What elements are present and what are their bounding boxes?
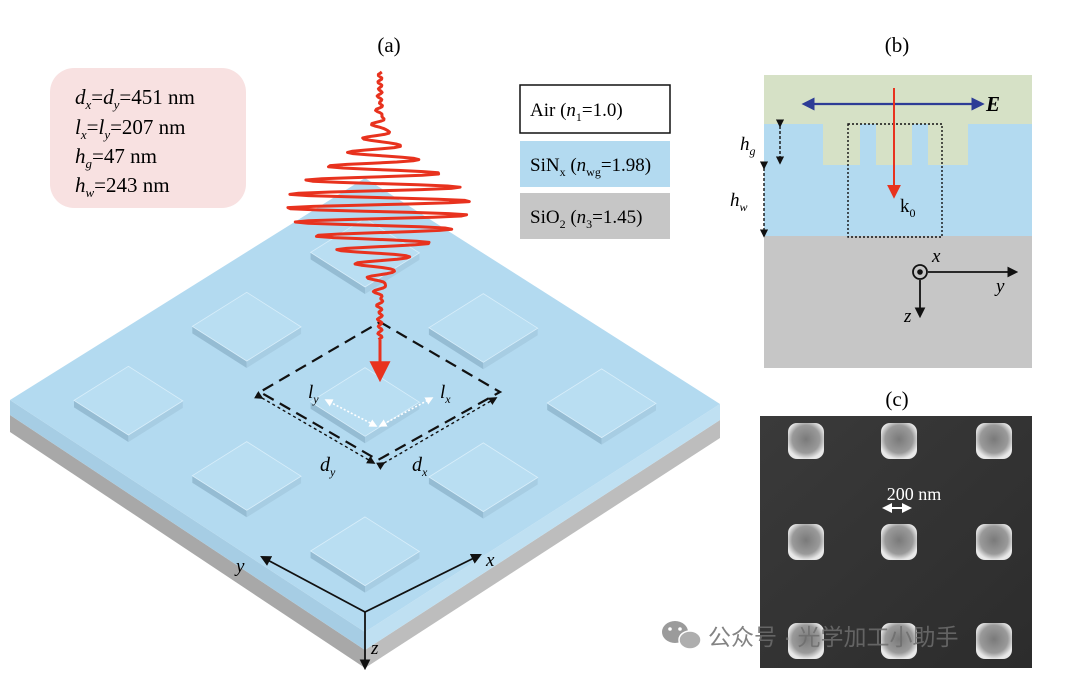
sem-pillar	[881, 423, 917, 459]
z-axis-label: z	[370, 638, 379, 659]
x-axis-line	[364, 553, 482, 613]
legend-sio2-swatch	[520, 193, 670, 239]
dy-label: dy	[320, 454, 336, 479]
panel-c: (c) 200 nm	[760, 387, 1032, 668]
param-hg-text: hg=47 nm	[75, 144, 157, 171]
axes-a: y x z	[234, 550, 495, 671]
cross-section: E k0 hg hw x y z	[730, 75, 1032, 368]
pillar	[191, 441, 302, 518]
ly-label: ly	[308, 382, 319, 406]
dx-label: dx	[412, 454, 428, 479]
e-field-label: E	[985, 92, 1000, 116]
legend-sin-text: SiNx (nwg=1.98)	[530, 155, 651, 179]
panel-a-label: (a)	[377, 33, 400, 57]
parameter-box: dx=dy=451 nm lx=ly=207 nm hg=47 nm hw=24…	[50, 68, 246, 208]
lx-label: lx	[440, 382, 451, 406]
b-x-axis-label: x	[931, 246, 941, 267]
scalebar-label: 200 nm	[887, 484, 942, 504]
wechat-icon	[662, 621, 702, 650]
pillar-array	[73, 217, 657, 593]
pillar	[546, 368, 657, 445]
param-d-text: dx=dy=451 nm	[75, 85, 195, 112]
x-axis-dot-icon	[912, 264, 928, 280]
hw-label: hw	[730, 190, 748, 214]
param-l-text: lx=ly=207 nm	[75, 115, 186, 142]
unit-cell-outline: ly lx dy dx	[254, 320, 503, 479]
sin-left-face	[10, 400, 365, 650]
legend-sin-swatch	[520, 141, 670, 187]
incident-wave-packet	[286, 70, 471, 383]
sem-pillar-array	[788, 423, 1012, 659]
substrate-left-face	[10, 415, 365, 668]
panel-b-label: (b)	[885, 33, 910, 57]
sem-pillar	[976, 623, 1012, 659]
hg-label: hg	[740, 134, 756, 158]
sin-right-face	[365, 404, 720, 650]
substrate-right-face	[365, 420, 720, 668]
sem-pillar	[881, 623, 917, 659]
lx-arrow	[378, 397, 434, 427]
y-axis-label: y	[234, 556, 245, 577]
legend-air-swatch	[519, 84, 671, 134]
x-axis-label: x	[485, 550, 495, 571]
k0-label: k0	[900, 196, 916, 220]
ly-arrow	[324, 399, 378, 427]
legend-sio2-text: SiO2 (n3=1.45)	[530, 207, 642, 231]
panel-b: (b) E k0 hg hw x y z	[730, 33, 1032, 368]
pillar	[73, 365, 184, 442]
sem-pillar	[881, 524, 917, 560]
sem-pillar	[788, 423, 824, 459]
y-axis-line	[260, 555, 366, 613]
watermark-text: 公众号 · 光学加工小助手	[708, 624, 958, 650]
unit-cell-box	[847, 123, 943, 238]
panel-c-label: (c)	[885, 387, 908, 411]
sem-pillar	[976, 524, 1012, 560]
param-hw-text: hw=243 nm	[75, 173, 170, 200]
sem-pillar	[788, 524, 824, 560]
b-y-axis-label: y	[994, 276, 1005, 297]
pillar	[428, 293, 539, 370]
sem-pillar	[976, 423, 1012, 459]
watermark: 公众号 · 光学加工小助手	[662, 621, 958, 650]
legend-air-text: Air (n1=1.0)	[530, 100, 623, 124]
b-z-axis-label: z	[903, 306, 912, 327]
pillar	[191, 291, 302, 368]
panel-a: (a) dx=dy=451 nm lx=ly=207 nm hg=47 nm h…	[10, 33, 720, 671]
material-legend: Air (n1=1.0) SiNx (nwg=1.98) SiO2 (n3=1.…	[519, 84, 671, 239]
sin-grating-region	[764, 124, 1032, 236]
sio2-region	[764, 236, 1032, 368]
pillar	[309, 516, 421, 593]
sem-pillar	[788, 623, 824, 659]
